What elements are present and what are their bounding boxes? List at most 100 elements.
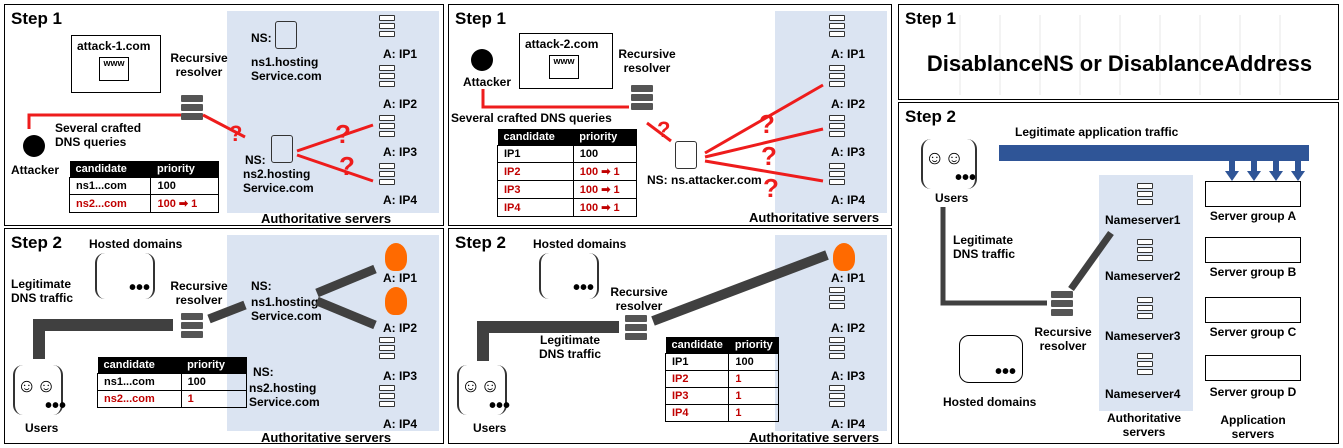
ip4-label: A: IP4 — [383, 193, 418, 207]
nameserver2-label: Nameserver2 — [1105, 269, 1181, 283]
svg-text:?: ? — [657, 117, 670, 142]
server-icon — [1137, 239, 1153, 268]
server-icon — [1137, 183, 1153, 212]
col-header: priority — [150, 161, 219, 178]
server-icon — [829, 385, 845, 414]
cell: 100 ➡ 1 — [150, 194, 219, 213]
more-dots: ••• — [129, 277, 151, 299]
ns1-label: ns1.hosting Service.com — [251, 295, 322, 323]
ns1-label: ns1.hosting Service.com — [251, 55, 322, 83]
faded-background-figure — [959, 15, 1319, 95]
server-group-a-label: Server group A — [1209, 209, 1297, 223]
server-group-c-label: Server group C — [1209, 325, 1297, 339]
server-group-a-box — [1205, 181, 1301, 207]
domain-bubble — [71, 35, 161, 93]
step-title: Step 1 — [455, 9, 507, 28]
clipboard-icon — [675, 141, 697, 169]
ns-label: NS: — [245, 153, 266, 167]
recursive-resolver-label: Recursive resolver — [618, 47, 676, 75]
server-icon — [379, 163, 395, 192]
cell: 100 — [572, 145, 638, 163]
server-group-b-label: Server group B — [1209, 265, 1297, 279]
authoritative-servers-label: Authoritative servers — [749, 210, 880, 225]
attack-domain: attack-2.com — [525, 37, 599, 51]
recursive-resolver-label: Recursive resolver — [170, 51, 228, 79]
cell: IP1 — [664, 353, 730, 371]
server-group-d-label: Server group D — [1209, 385, 1297, 399]
ns-label: NS: — [251, 279, 272, 293]
svg-text:?: ? — [759, 109, 775, 139]
server-icon — [829, 65, 845, 94]
more-dots: ••• — [995, 361, 1017, 383]
resolver-icon — [181, 313, 203, 343]
app-traffic-label: Legitimate application traffic — [1015, 125, 1179, 139]
cell: ns2...com — [97, 390, 182, 408]
hosted-domains-bracket — [539, 253, 599, 299]
application-servers-label: Application servers — [1220, 413, 1286, 441]
server-icon — [829, 337, 845, 366]
nameserver1-label: Nameserver1 — [1105, 213, 1181, 227]
server-icon — [1137, 297, 1153, 326]
ip4-label: A: IP4 — [831, 417, 866, 431]
server-icon — [379, 65, 395, 94]
clipboard-icon — [271, 135, 293, 163]
col-header: priority — [573, 129, 637, 146]
server-icon — [379, 115, 395, 144]
attacker-icon — [471, 49, 493, 71]
queries-label: Several crafted DNS queries — [55, 121, 142, 149]
authoritative-servers-label: Authoritative servers — [749, 430, 880, 444]
server-icon — [379, 15, 395, 44]
ip2-label: A: IP2 — [831, 321, 866, 335]
step-title: Step 2 — [905, 107, 957, 126]
hosted-domains-label: Hosted domains — [943, 395, 1037, 409]
col-header: priority — [181, 357, 247, 374]
server-group-b-box — [1205, 237, 1301, 263]
panel-b-step2: Step 2 Authoritative servers Hosted doma… — [448, 228, 892, 444]
ip3-label: A: IP3 — [383, 369, 418, 383]
cell: IP4 — [664, 404, 730, 422]
fire-icon — [833, 243, 855, 271]
cell: 1 — [728, 404, 780, 422]
more-dots: ••• — [489, 395, 511, 417]
cell: 100 ➡ 1 — [572, 180, 638, 199]
panel-c-arrows — [940, 145, 1309, 306]
users-label: Users — [473, 421, 507, 435]
users-icon: ☺☺ — [925, 148, 964, 169]
server-icon — [379, 385, 395, 414]
cell: 100 — [728, 353, 780, 371]
ns2-label: ns2.hosting Service.com — [243, 167, 314, 195]
ip2-label: A: IP2 — [831, 97, 866, 111]
users-icon: ☺☺ — [461, 376, 500, 397]
panel-c-step2: Step 2 Legitimate application traffic ☺☺… — [898, 102, 1339, 444]
attacker-label: Attacker — [463, 75, 512, 89]
fire-icon — [385, 243, 407, 271]
users-label: Users — [935, 191, 969, 205]
resolver-icon — [631, 85, 653, 115]
hosted-domains-bubble — [959, 335, 1023, 383]
legit-dns-label: Legitimate DNS traffic — [538, 333, 601, 361]
panel-b-step1: Step 1 Authoritative servers Attacker at… — [448, 4, 892, 226]
attack-domain: attack-1.com — [77, 39, 151, 53]
ip1-label: A: IP1 — [383, 47, 418, 61]
resolver-icon — [625, 315, 647, 345]
queries-label: Several crafted DNS queries — [451, 111, 612, 125]
svg-text:?: ? — [339, 151, 355, 181]
col-header: candidate — [69, 161, 151, 178]
users-icon: ☺☺ — [17, 376, 56, 397]
svg-text:?: ? — [763, 173, 779, 203]
clipboard-icon — [275, 21, 297, 49]
ip4-label: A: IP4 — [383, 417, 418, 431]
more-dots: ••• — [573, 277, 595, 299]
server-icon — [829, 115, 845, 144]
server-icon — [1137, 353, 1153, 382]
ns2-label: ns2.hosting Service.com — [249, 381, 320, 409]
ip1-label: A: IP1 — [831, 271, 866, 285]
col-header: candidate — [665, 337, 729, 354]
recursive-resolver-label: Recursive resolver — [610, 285, 668, 313]
panel-a-step2: Step 2 Authoritative servers Hosted doma… — [4, 228, 444, 444]
cell: 100 ➡ 1 — [572, 198, 638, 217]
panel-a-gray-arrows — [33, 264, 377, 359]
more-dots: ••• — [45, 395, 67, 417]
